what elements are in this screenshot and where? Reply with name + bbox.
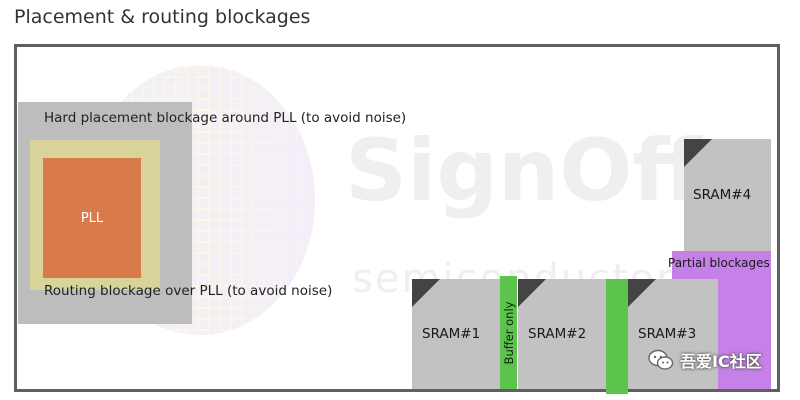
sram-2: SRAM#2 <box>518 279 606 389</box>
partial-blockages-label: Partial blockages <box>668 256 770 270</box>
wechat-watermark: 吾爱IC社区 <box>648 348 762 372</box>
sram-4: SRAM#4 <box>684 139 771 251</box>
sram-3-orientation-marker <box>628 279 656 307</box>
wechat-icon <box>648 349 674 370</box>
chip-boundary <box>14 44 780 392</box>
hard-placement-label: Hard placement blockage around PLL (to a… <box>44 110 407 126</box>
sram-1: SRAM#1 <box>412 279 500 389</box>
page-title: Placement & routing blockages <box>14 6 311 28</box>
wechat-account-name: 吾爱IC社区 <box>680 352 762 371</box>
sram-1-label: SRAM#1 <box>422 326 481 342</box>
buffer-only-label: Buffer only <box>501 301 516 364</box>
pll-label: PLL <box>80 210 104 226</box>
sram-3: SRAM#3 <box>628 279 718 389</box>
partial-blockage-right <box>718 279 771 389</box>
sram-4-label: SRAM#4 <box>693 187 752 203</box>
buffer-only-strip: Buffer only <box>500 276 517 389</box>
sram-4-orientation-marker <box>684 139 712 167</box>
sram-2-orientation-marker <box>518 279 546 307</box>
partial-blockage-top <box>672 251 771 279</box>
sram-2-label: SRAM#2 <box>528 326 587 342</box>
pll-block: PLL <box>43 158 141 278</box>
routing-blockage-label: Routing blockage over PLL (to avoid nois… <box>44 283 333 299</box>
buffer-only-strip-2 <box>606 279 628 394</box>
sram-3-label: SRAM#3 <box>638 326 697 342</box>
sram-1-orientation-marker <box>412 279 440 307</box>
